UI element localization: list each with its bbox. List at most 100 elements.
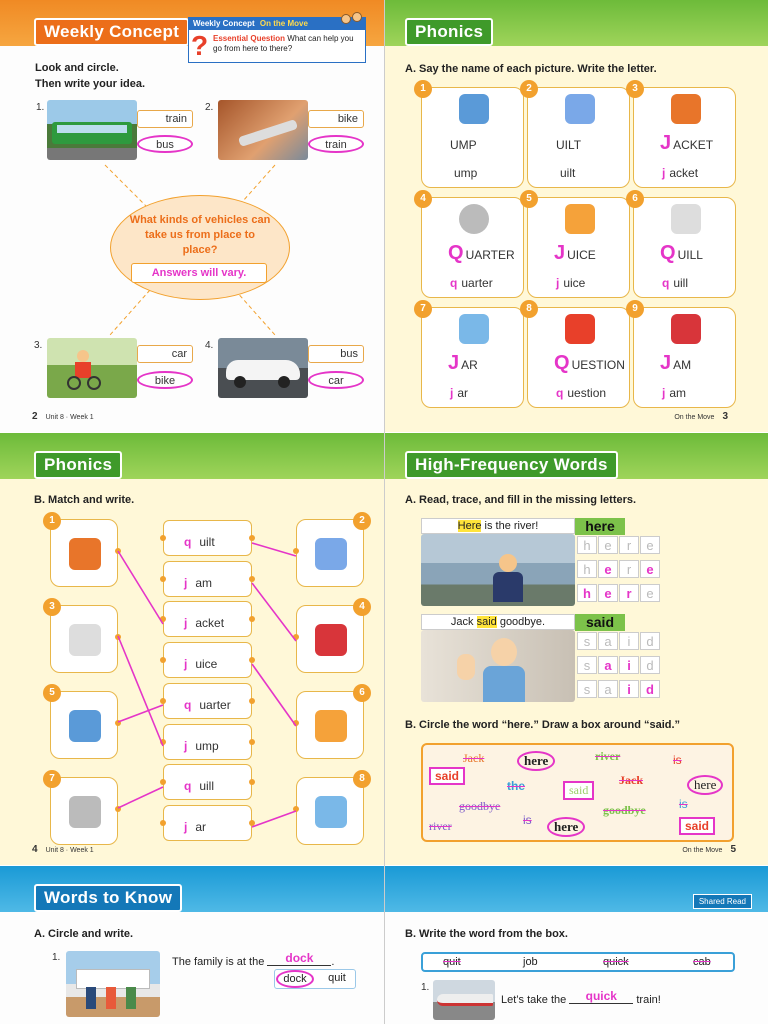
letter-cell[interactable]: i [619, 680, 639, 698]
connector-dot[interactable] [115, 548, 121, 554]
letter-cell[interactable]: s [577, 656, 597, 674]
letter-cell[interactable]: i [619, 656, 639, 674]
letter-cell[interactable]: h [577, 536, 597, 554]
connector-dot[interactable] [160, 819, 166, 826]
cloud-word[interactable]: is [673, 753, 682, 767]
uppercase-word[interactable]: UMP [450, 138, 477, 152]
letter-cell[interactable]: i [619, 632, 639, 650]
letter-cell[interactable]: h [577, 560, 597, 578]
cloud-word[interactable]: said [679, 817, 716, 835]
cloud-word[interactable]: is [679, 797, 688, 811]
letter-cell[interactable]: s [577, 632, 597, 650]
cloud-word[interactable]: is [523, 813, 532, 827]
letter-cell[interactable]: e [640, 560, 660, 578]
option-quit[interactable]: quit [328, 972, 346, 984]
connector-dot[interactable] [115, 634, 121, 640]
answer-box[interactable]: Answers will vary. [131, 263, 267, 283]
cloud-word[interactable]: Jack [463, 751, 485, 765]
connector-dot[interactable] [293, 548, 299, 554]
letter-cell[interactable]: e [598, 584, 618, 602]
option-car[interactable]: car [137, 345, 193, 363]
connector-dot[interactable] [249, 779, 255, 786]
letter-cell[interactable]: d [640, 632, 660, 650]
connector-dot[interactable] [249, 819, 255, 826]
letter-cell[interactable]: a [598, 656, 618, 674]
cloud-word[interactable]: river [429, 819, 452, 833]
uppercase-word[interactable]: UILT [556, 138, 582, 152]
letter-cell[interactable]: e [598, 560, 618, 578]
option-dock-circled[interactable]: dock [276, 970, 314, 988]
connector-dot[interactable] [160, 697, 166, 704]
letter-cell[interactable]: a [598, 680, 618, 698]
connector-dot[interactable] [249, 738, 255, 745]
connector-dot[interactable] [160, 575, 166, 582]
connector-dot[interactable] [249, 657, 255, 664]
lowercase-word[interactable]: uilt [560, 166, 576, 180]
connector-dot[interactable] [115, 720, 121, 726]
connector-dot[interactable] [249, 616, 255, 623]
connector-dot[interactable] [293, 720, 299, 726]
connector-dot[interactable] [249, 575, 255, 582]
connector-dot[interactable] [160, 779, 166, 786]
letter-cell[interactable]: h [577, 584, 597, 602]
option-bus[interactable]: bus [308, 345, 364, 363]
cloud-word[interactable]: goodbye [459, 799, 501, 813]
cloud-word[interactable]: Jack [619, 773, 643, 787]
cloud-word[interactable]: river [595, 749, 621, 763]
cloud-word[interactable]: here [687, 775, 724, 795]
cloud-word[interactable]: said [429, 767, 466, 785]
option-bike-circled[interactable]: bike [137, 371, 193, 389]
answer-blank[interactable]: dock [267, 951, 332, 966]
cloud-word[interactable]: goodbye [603, 803, 646, 817]
option-car-circled[interactable]: car [308, 371, 364, 389]
letter-cell[interactable]: r [619, 536, 639, 554]
answer-blank[interactable]: quick [569, 989, 634, 1004]
connector-dot[interactable] [249, 535, 255, 541]
option-train-circled[interactable]: train [308, 135, 364, 153]
letter-cell[interactable]: a [598, 632, 618, 650]
letter-cell[interactable]: d [640, 680, 660, 698]
option-bike[interactable]: bike [308, 110, 364, 128]
letter-cell[interactable]: d [640, 656, 660, 674]
connector-dot[interactable] [160, 535, 166, 541]
letter-cell[interactable]: e [640, 536, 660, 554]
cloud-word[interactable]: said [563, 781, 595, 800]
lowercase-word[interactable]: ump [454, 166, 478, 180]
letter-cell[interactable]: r [619, 584, 639, 602]
letter-cell[interactable]: e [598, 536, 618, 554]
connector-dot[interactable] [249, 697, 255, 704]
letter-cell[interactable]: e [640, 584, 660, 602]
letter-cell[interactable]: s [577, 680, 597, 698]
cloud-word[interactable]: here [547, 817, 586, 837]
connector-dot[interactable] [160, 738, 166, 745]
option-train[interactable]: train [137, 110, 193, 128]
option-bus-circled[interactable]: bus [137, 135, 193, 153]
connector-dot[interactable] [115, 806, 121, 812]
cloud-word[interactable]: here [517, 751, 556, 771]
connector-dot[interactable] [293, 806, 299, 812]
cloud-word[interactable]: the [507, 779, 525, 793]
letter-cell[interactable]: r [619, 560, 639, 578]
